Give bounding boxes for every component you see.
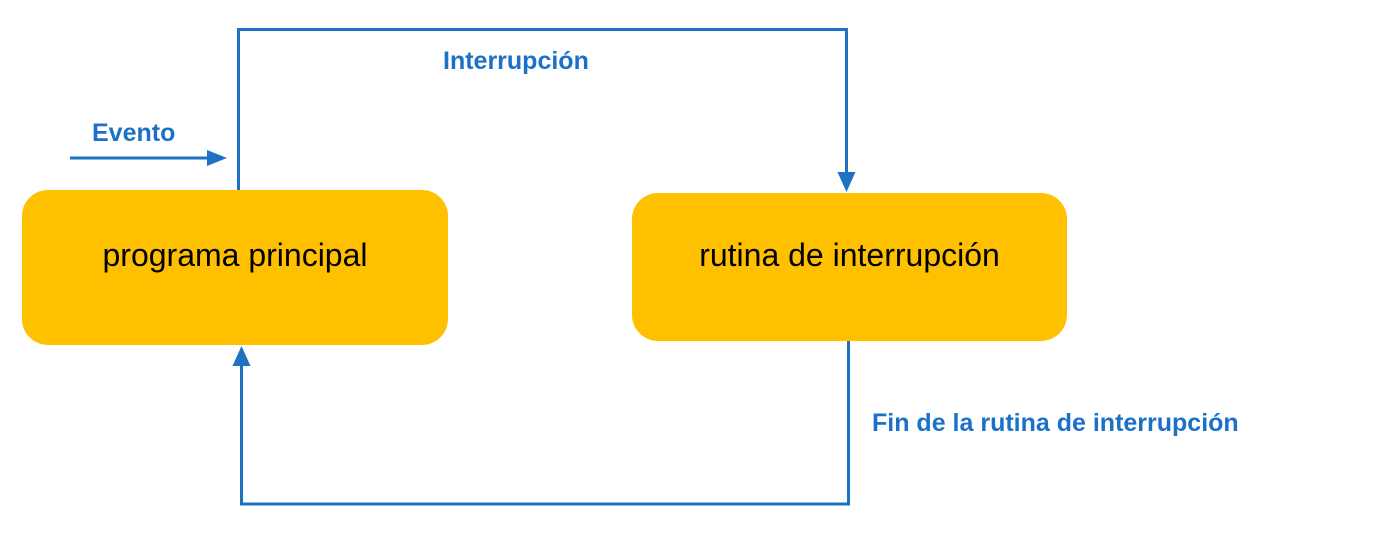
fin-connector xyxy=(232,341,850,506)
node-programa-principal-label: programa principal xyxy=(102,237,368,273)
arrowhead-right-icon xyxy=(207,150,227,166)
evento-arrow xyxy=(70,150,227,166)
fin-rutina-label: Fin de la rutina de interrupción xyxy=(872,409,1239,437)
arrowhead-up-icon xyxy=(232,346,251,366)
interrupcion-label: Interrupción xyxy=(443,47,589,75)
interrupcion-connector xyxy=(237,28,856,192)
node-rutina-interrupcion: rutina de interrupción xyxy=(632,193,1067,341)
node-rutina-interrupcion-label: rutina de interrupción xyxy=(699,236,1000,273)
node-programa-principal: programa principal xyxy=(22,190,448,345)
arrowhead-down-icon xyxy=(837,172,856,192)
evento-label: Evento xyxy=(92,119,176,147)
